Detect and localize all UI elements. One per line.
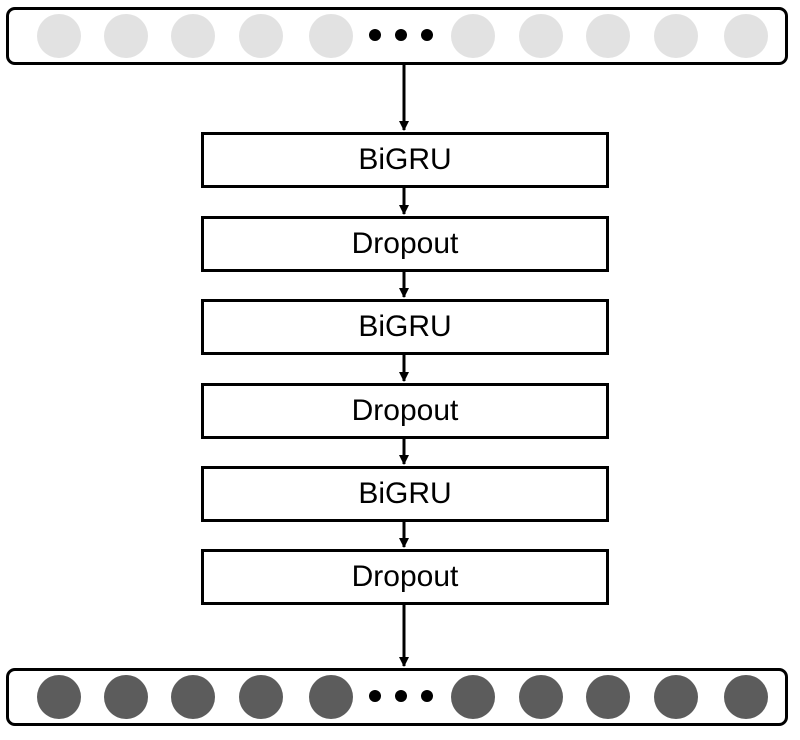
output-node [451,675,495,719]
input-node [239,14,283,58]
layer-dropout-3: Dropout [201,549,609,605]
input-node [586,14,630,58]
output-node [104,675,148,719]
ellipsis-dot [421,29,433,41]
output-node [724,675,768,719]
ellipsis-dot [369,29,381,41]
ellipsis-dot [395,690,407,702]
output-vector [6,668,788,726]
input-node [37,14,81,58]
layer-label: Dropout [351,394,459,427]
ellipsis-dot [421,690,433,702]
layer-label: BiGRU [358,143,452,176]
layer-dropout-1: Dropout [201,216,609,272]
layer-label: BiGRU [358,477,452,510]
ellipsis-dot [369,690,381,702]
output-node [654,675,698,719]
layer-label: Dropout [351,227,459,260]
output-node [519,675,563,719]
input-vector [6,7,788,65]
output-node [37,675,81,719]
output-node [309,675,353,719]
layer-bigru-1: BiGRU [201,132,609,188]
layer-label: BiGRU [358,310,452,343]
layer-bigru-3: BiGRU [201,466,609,522]
layer-label: Dropout [351,560,459,593]
output-node [586,675,630,719]
input-node [724,14,768,58]
input-node [519,14,563,58]
input-node [654,14,698,58]
input-node [104,14,148,58]
input-node [309,14,353,58]
input-node [171,14,215,58]
output-node [171,675,215,719]
output-node [239,675,283,719]
layer-dropout-2: Dropout [201,383,609,439]
layer-bigru-2: BiGRU [201,299,609,355]
ellipsis-dot [395,29,407,41]
input-node [451,14,495,58]
